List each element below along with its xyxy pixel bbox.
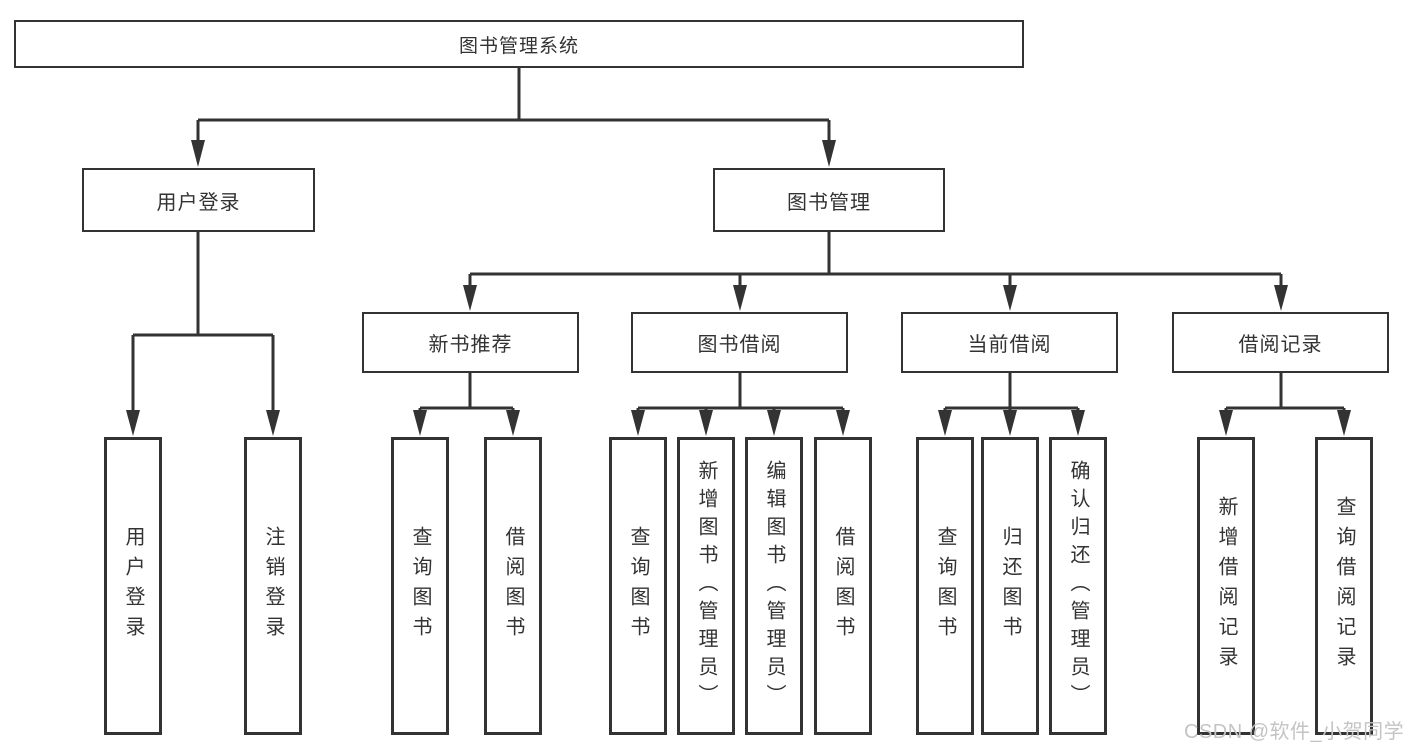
node-current-borrowing: 当前借阅 <box>901 312 1118 373</box>
arrowheads-level3 <box>463 285 1288 311</box>
leaf-recommend-query-books-label: 查询图书 <box>409 526 431 646</box>
arrowheads-user-login <box>126 410 280 436</box>
leaf-recommend-borrow-books: 借阅图书 <box>484 437 542 735</box>
leaf-query-borrow-record-label: 查询借阅记录 <box>1333 496 1355 676</box>
leaf-add-borrow-record-label: 新增借阅记录 <box>1215 496 1237 676</box>
arrowheads-borrow-records <box>1219 410 1351 436</box>
arrowheads-current-borrow <box>938 410 1085 436</box>
leaf-logout: 注销登录 <box>244 437 302 735</box>
leaf-confirm-return-admin: 确认归还（管理员） <box>1049 437 1107 735</box>
arrowheads-level2 <box>191 140 836 167</box>
node-user-login: 用户登录 <box>82 168 315 232</box>
leaf-return-books-label: 归还图书 <box>999 526 1021 646</box>
connector-user-login-branch <box>131 232 275 414</box>
node-book-management: 图书管理 <box>713 168 945 232</box>
leaf-return-books: 归还图书 <box>981 437 1039 735</box>
leaf-borrowing-borrow-books: 借阅图书 <box>814 437 872 735</box>
node-new-book-recommend: 新书推荐 <box>362 312 579 373</box>
node-borrowing-records-label: 借阅记录 <box>1238 334 1323 356</box>
leaf-current-query-books-label: 查询图书 <box>934 526 956 646</box>
leaf-recommend-borrow-books-label: 借阅图书 <box>502 526 524 646</box>
connector-root-to-level2 <box>196 68 831 144</box>
leaf-edit-books-admin: 编辑图书（管理员） <box>745 437 803 735</box>
node-borrowing-records: 借阅记录 <box>1172 312 1389 373</box>
leaf-current-query-books: 查询图书 <box>916 437 974 735</box>
node-current-borrowing-label: 当前借阅 <box>967 334 1052 356</box>
leaf-confirm-return-admin-label: 确认归还（管理员） <box>1067 460 1089 712</box>
node-book-management-label: 图书管理 <box>787 191 871 214</box>
node-book-borrowing: 图书借阅 <box>631 312 848 373</box>
node-library-system: 图书管理系统 <box>14 20 1024 68</box>
connector-new-book-branch <box>418 373 515 414</box>
leaf-recommend-query-books: 查询图书 <box>391 437 449 735</box>
node-library-system-label: 图书管理系统 <box>458 35 579 57</box>
leaf-user-login: 用户登录 <box>104 437 162 735</box>
connector-book-borrow-branch <box>636 373 845 414</box>
leaf-query-borrow-record: 查询借阅记录 <box>1315 437 1373 735</box>
leaf-add-books-admin: 新增图书（管理员） <box>677 437 735 735</box>
leaf-logout-label: 注销登录 <box>262 526 284 646</box>
leaf-user-login-label: 用户登录 <box>122 526 144 646</box>
watermark-text: CSDN @软件_小贺同学 <box>1184 721 1405 743</box>
node-user-login-label: 用户登录 <box>156 191 241 214</box>
connector-book-mgmt-to-level3 <box>468 232 1283 288</box>
leaf-borrowing-borrow-books-label: 借阅图书 <box>832 526 854 646</box>
connector-current-borrow-branch <box>943 373 1080 414</box>
leaf-add-borrow-record: 新增借阅记录 <box>1197 437 1255 735</box>
leaf-edit-books-admin-label: 编辑图书（管理员） <box>763 460 785 712</box>
arrowheads-new-book <box>413 410 520 436</box>
node-new-book-recommend-label: 新书推荐 <box>428 334 513 356</box>
leaf-add-books-admin-label: 新增图书（管理员） <box>695 460 717 712</box>
connector-borrow-records-branch <box>1224 373 1346 414</box>
arrowheads-book-borrow <box>631 410 850 436</box>
leaf-borrowing-query-books-label: 查询图书 <box>627 526 649 646</box>
leaf-borrowing-query-books: 查询图书 <box>609 437 667 735</box>
node-book-borrowing-label: 图书借阅 <box>697 334 782 356</box>
